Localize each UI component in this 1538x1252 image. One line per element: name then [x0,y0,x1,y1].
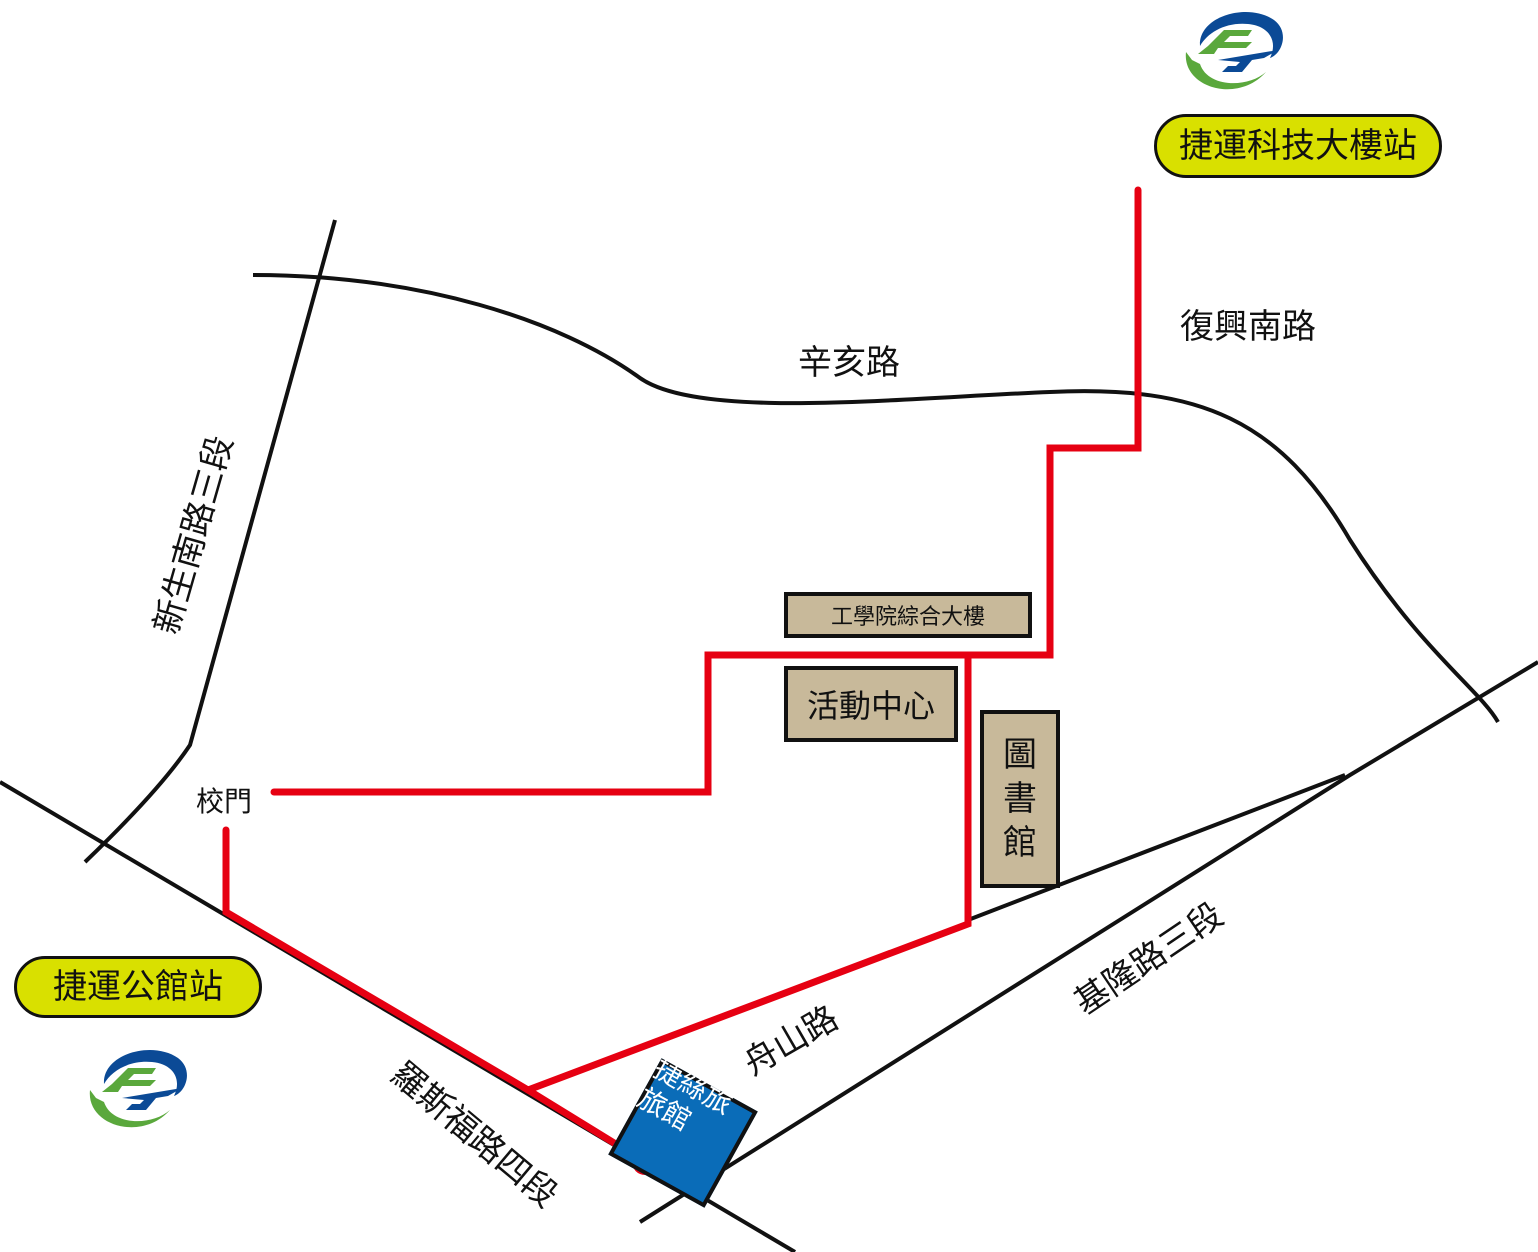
taipei-metro-logo-icon [89,1050,187,1128]
building-label: 書 [1003,779,1037,819]
building-label: 工學院綜合大樓 [830,605,985,630]
station-label: 捷運科技大樓站 [1179,126,1417,166]
road-label-fuxing-south: 復興南路 [1180,307,1316,347]
station-badge-gongguan[interactable]: 捷運公館站 [14,956,262,1018]
station-label: 捷運公館站 [53,967,223,1007]
route-gate-to-hotel [222,826,649,1166]
station-badge-technology-building[interactable]: 捷運科技大樓站 [1154,114,1442,178]
road-keelung [638,660,1538,1224]
taipei-metro-logo-icon [1185,12,1283,90]
building-activity-center[interactable]: 活動中心 [784,666,958,742]
road-xinhai [252,273,1500,723]
route-from-technology-building [270,186,1142,796]
road-zhoushan [967,773,1346,922]
building-label: 館 [1003,823,1037,863]
building-label: 圖 [1003,735,1037,775]
building-library[interactable]: 圖 書 館 [980,710,1060,888]
building-label: 活動中心 [806,687,935,725]
route-library-branch [524,651,972,1094]
road-label-xinhai: 辛亥路 [798,343,900,383]
landmark-label-school-gate: 校門 [196,785,253,818]
building-engineering[interactable]: 工學院綜合大樓 [784,592,1032,638]
